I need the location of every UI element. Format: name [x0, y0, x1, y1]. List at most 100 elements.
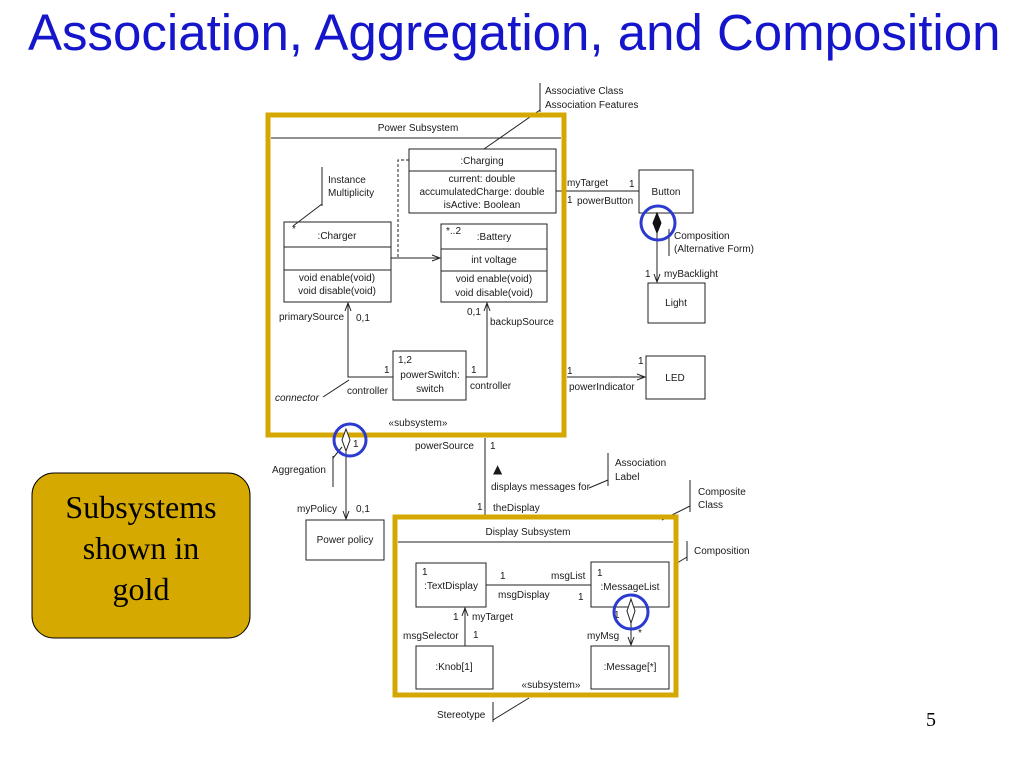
message-part: :Message[*]: [590, 645, 670, 690]
text-display-part: 1 :TextDisplay: [415, 562, 487, 608]
button-class: Button: [638, 169, 694, 214]
connector-note-pointer: [322, 379, 350, 398]
message-composition-highlight-ring: [612, 593, 650, 631]
text-display-multiplicity: 1: [422, 567, 428, 578]
light-class-box: [647, 282, 706, 324]
message-list-box: [590, 561, 670, 608]
aggregation-note: Aggregation: [272, 446, 343, 487]
knob-link-mult-top: 1: [453, 612, 459, 623]
charging-attribute: isActive: Boolean: [444, 200, 521, 211]
battery-class-box: [440, 223, 548, 303]
led-link-mult-left: 1: [567, 366, 573, 377]
backup-source-connector: [466, 303, 487, 378]
backup-source-multiplicity: 0,1: [467, 307, 481, 318]
display-subsystem: Display Subsystem 1 :TextDisplay 1 :Mess…: [398, 527, 673, 691]
list-link-mult-left: 1: [500, 571, 506, 582]
power-switch-box: [392, 350, 467, 401]
power-subsystem: Power Subsystem :Charging current: doubl…: [271, 123, 561, 429]
charger-class-name: :Charger: [318, 231, 358, 242]
composition-alt-line: (Alternative Form): [674, 244, 754, 255]
charger-multiplicity: *: [292, 224, 296, 235]
battery-class: *..2 :Battery int voltage void enable(vo…: [440, 223, 548, 303]
button-link-mult-top: 1: [629, 179, 635, 190]
composite-class-bracket: [661, 480, 691, 521]
instance-multiplicity-note: Instance Multiplicity: [292, 167, 374, 227]
stereotype-note: Stereotype: [437, 697, 530, 722]
power-switch-type: switch: [416, 384, 444, 395]
instance-note-line: Instance: [328, 175, 366, 186]
connector-note: connector: [275, 393, 320, 404]
charging-class-name: :Charging: [460, 156, 503, 167]
message-box: [590, 645, 670, 690]
battery-attribute: int voltage: [471, 255, 517, 266]
led-link-role: powerIndicator: [569, 382, 635, 393]
battery-class-name: :Battery: [477, 232, 511, 243]
instance-multiplicity-bracket: [292, 167, 323, 227]
callout-line: Subsystems: [65, 489, 216, 525]
backlight-multiplicity: 1: [645, 269, 651, 280]
charger-class-box: [283, 221, 392, 303]
power-policy-class: Power policy: [305, 519, 385, 561]
button-link-role-top: myTarget: [567, 178, 608, 189]
button-class-name: Button: [652, 187, 681, 198]
filled-composition-diamond-icon: [652, 211, 662, 235]
primary-source-connector: [348, 303, 393, 378]
backup-source-role: backupSource: [490, 317, 554, 328]
association-label-note: Association Label: [588, 453, 666, 489]
power-policy-name: Power policy: [317, 535, 374, 546]
power-subsystem-gold-frame: [265, 112, 567, 438]
display-link-source-role: powerSource: [415, 441, 474, 452]
stereotype-bracket: [492, 697, 530, 722]
instance-note-line: Multiplicity: [328, 188, 374, 199]
gold-callout: Subsystems shown in gold: [31, 472, 251, 639]
display-link-target-role: theDisplay: [493, 503, 540, 514]
direction-triangle-icon: ▲: [493, 462, 503, 476]
message-list-name: :MessageList: [601, 582, 660, 593]
battery-multiplicity: *..2: [446, 226, 461, 237]
composition-note: Composition: [676, 541, 750, 564]
button-link-mult-bottom: 1: [567, 195, 573, 206]
power-switch-multiplicity: 1,2: [398, 355, 412, 366]
power-subsystem-stereotype: «subsystem»: [389, 418, 448, 429]
callout-line: gold: [113, 571, 170, 607]
backup-switch-multiplicity: 1: [471, 365, 477, 376]
text-display-name: :TextDisplay: [424, 581, 478, 592]
primary-source-role: primarySource: [279, 312, 344, 323]
light-class-name: Light: [665, 298, 687, 309]
power-policy-box: [305, 519, 385, 561]
page-number: 5: [926, 709, 936, 731]
display-subsystem-gold-frame: [392, 514, 679, 698]
composite-class-note: Composite Class: [661, 480, 746, 521]
list-link-role-top: msgList: [551, 571, 586, 582]
led-class: LED: [645, 355, 706, 400]
callout-box: [31, 472, 251, 639]
aggregation-bracket: [332, 446, 343, 487]
primary-source-multiplicity: 0,1: [356, 313, 370, 324]
message-link-whole-multiplicity: 1: [614, 610, 620, 621]
led-link-mult-right: 1: [638, 356, 644, 367]
charger-class: * :Charger void enable(void) void disabl…: [283, 221, 392, 303]
backup-controller-role: controller: [470, 381, 512, 392]
charging-attribute: accumulatedCharge: double: [419, 187, 545, 198]
composite-class-line: Composite: [698, 487, 746, 498]
power-switch-name: powerSwitch:: [400, 370, 459, 381]
callout-line: shown in: [83, 530, 199, 566]
composition-alt-note: Composition (Alternative Form): [668, 229, 754, 256]
message-name: :Message[*]: [604, 662, 657, 673]
message-link-role: myMsg: [587, 631, 619, 642]
associative-note-line: Association Features: [545, 100, 638, 111]
aggregation-highlight-ring: [332, 422, 368, 458]
led-class-box: [645, 355, 706, 400]
association-label-line: Association: [615, 458, 666, 469]
message-list-multiplicity: 1: [597, 568, 603, 579]
message-link-part-multiplicity: *: [638, 628, 642, 639]
charger-operation: void enable(void): [299, 273, 375, 284]
backlight-role: myBacklight: [664, 269, 718, 280]
composition-highlight-ring: [639, 204, 677, 242]
associative-note-line: Associative Class: [545, 86, 623, 97]
charging-attribute: current: double: [449, 174, 516, 185]
hollow-aggregation-diamond-icon: [341, 427, 351, 453]
power-switch-part: 1,2 powerSwitch: switch: [392, 350, 467, 401]
knob-box: [415, 645, 494, 690]
led-class-name: LED: [665, 373, 684, 384]
